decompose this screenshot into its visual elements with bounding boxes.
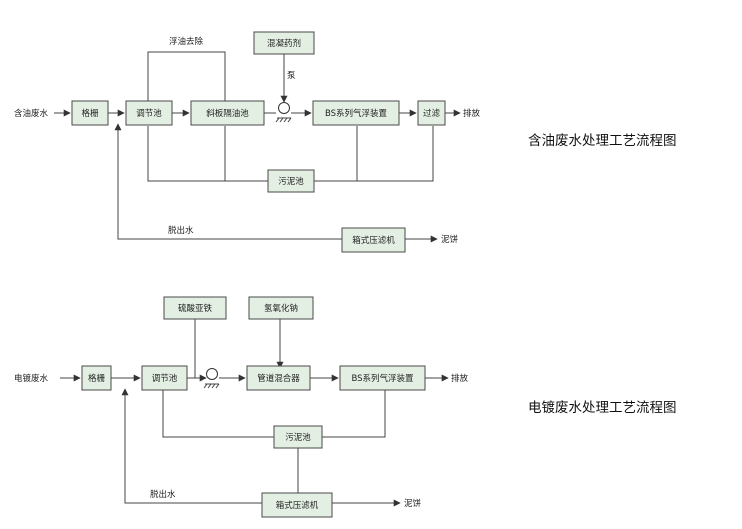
pipe-mixer-box: 管道混合器 xyxy=(246,365,311,391)
diagram2-title: 电镀废水处理工艺流程图 xyxy=(528,399,677,416)
equalization-tank-box: 调节池 xyxy=(141,365,188,391)
inclined-plate-separator-label: 斜板隔油池 xyxy=(206,108,249,119)
equalization-tank-box: 调节池 xyxy=(125,100,173,126)
ferrous-sulfate-box: 硫酸亚铁 xyxy=(163,296,227,320)
outlet-label: 排放 xyxy=(463,108,481,119)
filter-label: 过滤 xyxy=(423,108,441,119)
flotation-unit-box: BS系列气浮装置 xyxy=(339,365,426,391)
equalization-tank-label: 调节池 xyxy=(152,373,178,384)
filter-press-box: 箱式压滤机 xyxy=(341,227,406,253)
inlet-label: 含油废水 xyxy=(14,108,49,119)
sodium-hydroxide-label: 氢氧化钠 xyxy=(264,303,298,314)
oily-wastewater-flowchart: 格栅 调节池 斜板隔油池 BS系列气浮装置 过滤 混凝药剂 污泥池 箱式压滤机 xyxy=(14,31,677,253)
coagulant-box: 混凝药剂 xyxy=(253,31,315,55)
pump-label: 泵 xyxy=(287,71,296,81)
screen-box: 格栅 xyxy=(81,365,112,391)
filter-box: 过滤 xyxy=(417,100,446,126)
filter-press-label: 箱式压滤机 xyxy=(276,500,319,511)
pipe-mixer-label: 管道混合器 xyxy=(257,373,300,384)
filtrate-label: 脱出水 xyxy=(168,225,194,236)
screen-label: 格栅 xyxy=(88,373,106,384)
filter-press-box: 箱式压滤机 xyxy=(261,492,333,518)
coagulant-label: 混凝药剂 xyxy=(267,38,301,49)
sludge-tank-box: 污泥池 xyxy=(273,425,323,449)
sodium-hydroxide-box: 氢氧化钠 xyxy=(248,296,314,320)
pump-icon xyxy=(275,102,292,123)
inclined-plate-separator-box: 斜板隔油池 xyxy=(190,100,265,126)
ferrous-sulfate-label: 硫酸亚铁 xyxy=(178,303,213,314)
screen-label: 格栅 xyxy=(81,108,99,119)
sludge-cake-label: 泥饼 xyxy=(441,234,459,245)
screen-box: 格栅 xyxy=(71,100,109,126)
sludge-tank-box: 污泥池 xyxy=(267,169,315,193)
inlet-label: 电镀废水 xyxy=(14,373,49,384)
sludge-cake-label: 泥饼 xyxy=(404,498,422,509)
sludge-tank-label: 污泥池 xyxy=(285,432,311,443)
oil-removal-label: 浮油去除 xyxy=(169,36,204,47)
filter-press-label: 箱式压滤机 xyxy=(352,235,395,246)
pump-icon xyxy=(203,368,220,389)
equalization-tank-label: 调节池 xyxy=(136,108,162,119)
filtrate-label: 脱出水 xyxy=(150,489,176,500)
electroplating-wastewater-flowchart: 格栅 调节池 硫酸亚铁 氢氧化钠 管道混合器 BS系列气浮装置 污泥池 箱式压 xyxy=(14,296,677,518)
diagram1-title: 含油废水处理工艺流程图 xyxy=(528,133,677,149)
flotation-unit-box: BS系列气浮装置 xyxy=(312,100,400,126)
sludge-tank-label: 污泥池 xyxy=(278,176,304,187)
flotation-unit-label: BS系列气浮装置 xyxy=(351,373,414,384)
flotation-unit-label: BS系列气浮装置 xyxy=(325,108,388,119)
outlet-label: 排放 xyxy=(451,373,469,384)
